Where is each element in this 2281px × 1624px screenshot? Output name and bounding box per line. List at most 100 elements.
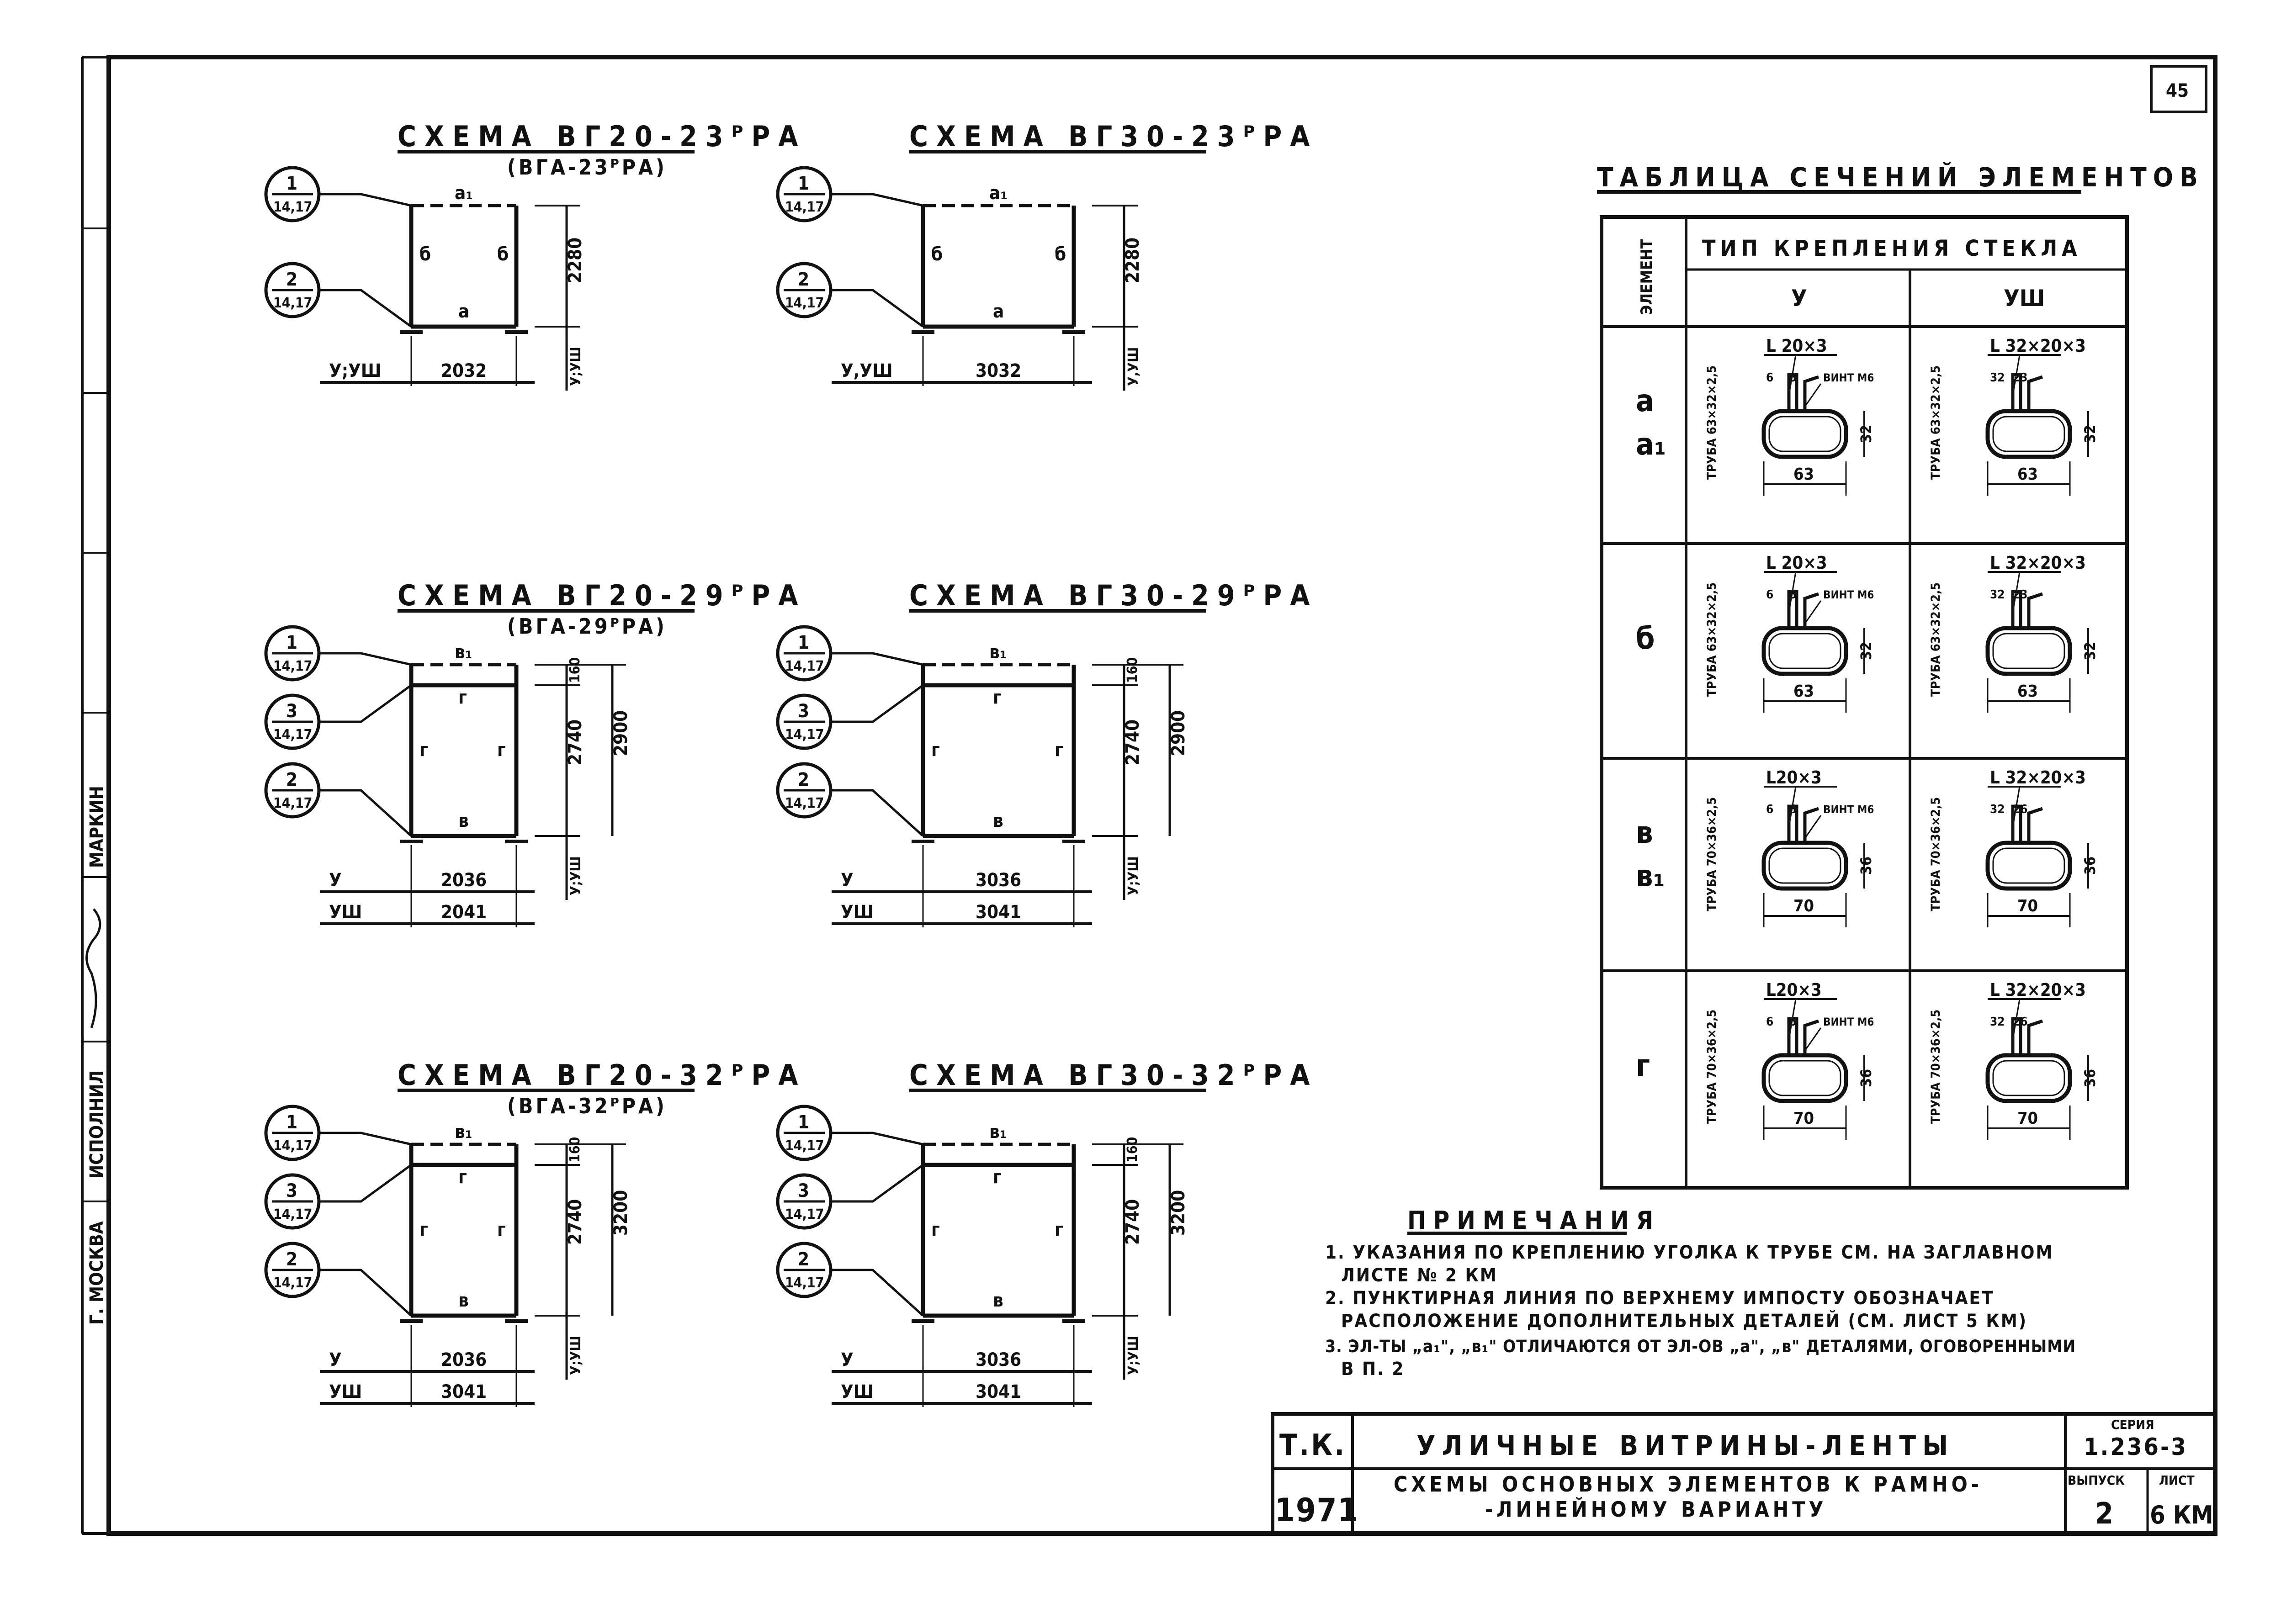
scheme-row-label: УШ (841, 1381, 874, 1402)
section-d1: 6 (1766, 588, 1773, 602)
section-height: 32 (2081, 642, 2099, 660)
scheme-post-label-right: б (497, 244, 509, 265)
scheme-dim-inner: 2740 (565, 1199, 586, 1245)
scheme-marker-leader (831, 289, 924, 328)
scheme-marker-leader (319, 789, 412, 837)
scheme-marker-num: 3 (798, 701, 809, 722)
scheme-top-label: а₁ (989, 183, 1008, 204)
section-d1: 6 (1766, 1015, 1773, 1029)
scheme-marker-leader (319, 1164, 412, 1203)
title-block: Т.К. 1971 УЛИЧНЫЕ ВИТРИНЫ-ЛЕНТЫ СХЕМЫ ОС… (1271, 1412, 2217, 1535)
section-pipe-inner (1768, 416, 1841, 452)
strip-label-markin: МАРКИН (86, 786, 107, 868)
scheme-dim-top: 160 (567, 1137, 583, 1163)
scheme-dim-top: 160 (567, 657, 583, 683)
scheme-title: СХЕМА ВГ20-32ᴾРА (398, 1058, 806, 1092)
section-angle-label: L20×3 (1766, 767, 1822, 788)
section-angle-label: L 32×20×3 (1990, 767, 2086, 788)
section-width: 70 (1793, 897, 1814, 915)
scheme-top-label: в₁ (989, 1121, 1007, 1143)
scheme-dim-top: 160 (1125, 1137, 1140, 1163)
scheme-marker-num: 2 (286, 769, 297, 790)
scheme-marker-leader (319, 193, 412, 207)
note-line-4: РАСПОЛОЖЕНИЕ ДОПОЛНИТЕЛЬНЫХ ДЕТАЛЕЙ (СМ.… (1341, 1310, 2027, 1332)
scheme-transom-label: г (458, 1167, 467, 1188)
scheme-row-value: 3032 (976, 360, 1021, 381)
section-angle-label: L 32×20×3 (1990, 336, 2086, 356)
scheme-transom-label: г (993, 1167, 1002, 1188)
section-height: 36 (2081, 857, 2099, 875)
scheme-dim-outer: 3200 (610, 1190, 631, 1236)
scheme-post-label-right: г (1055, 1219, 1063, 1240)
scheme-marker-num: 2 (798, 1249, 809, 1270)
scheme-dim-outer: 2900 (610, 710, 631, 756)
section-angle-leader (1788, 786, 1797, 827)
section-width: 70 (2017, 897, 2038, 915)
scheme-marker-num: 1 (798, 1112, 809, 1133)
scheme-marker-num: 3 (286, 701, 297, 722)
section-d1: 32 (1990, 588, 2005, 602)
stamp-issue: 2 (2095, 1497, 2113, 1531)
scheme-title: СХЕМА ВГ30-29ᴾРА (909, 579, 1318, 612)
scheme-subtitle: (ВГА-29ᴾРА) (507, 614, 667, 639)
stamp-sheet: 6 КМ (2150, 1501, 2213, 1529)
scheme-bottom-label: в (993, 1290, 1003, 1311)
section-angle-leg (1803, 375, 1819, 411)
sheet-number: 45 (2166, 80, 2189, 101)
scheme-marker-num: 1 (286, 173, 297, 194)
section-height: 36 (1857, 857, 1875, 875)
sheet-number-box: 45 (2150, 65, 2207, 113)
scheme-bottom-label: в (458, 810, 469, 831)
scheme-row-label: УШ (329, 1381, 362, 1402)
scheme-row-value: 2041 (441, 902, 487, 923)
section-d2: 23 (2013, 588, 2028, 602)
scheme-bottom-label: в (993, 810, 1003, 831)
section-screw-label: ВИНТ М6 (1823, 371, 1874, 384)
scheme-marker-ref: 14,17 (785, 1206, 824, 1222)
stamp-tk: Т.К. (1279, 1428, 1346, 1462)
scheme-row-label: УШ (329, 902, 362, 923)
section-angle-leg (1803, 1019, 1819, 1055)
scheme-marker-ref: 14,17 (785, 1138, 824, 1154)
scheme-row-value: 3041 (976, 902, 1021, 923)
scheme-row-label: У (329, 870, 342, 891)
table-element-label: а (1636, 383, 1654, 418)
sections-table: ТАБЛИЦА СЕЧЕНИЙ ЭЛЕМЕНТОВ ЭЛЕМЕНТ ТИП КР… (1597, 161, 2198, 1190)
scheme-side-label: У;УШ (1125, 856, 1141, 895)
scheme-side-label: У;УШ (1125, 1336, 1141, 1375)
stamp-issue-label: ВЫПУСК (2068, 1473, 2125, 1488)
section-angle-label: L 20×3 (1766, 336, 1827, 356)
scheme-marker-leader (319, 1269, 412, 1317)
section-width: 63 (2017, 465, 2038, 484)
section-angle-leg (2027, 1019, 2043, 1055)
section-pipe-inner (1768, 1060, 1841, 1096)
table-element-label: б (1636, 621, 1655, 656)
section-d1: 32 (1990, 803, 2005, 816)
section-d2: 23 (2013, 371, 2028, 385)
scheme-marker-leader (319, 652, 412, 666)
sheet-frame (81, 55, 2217, 1536)
section-d1: 32 (1990, 1015, 2005, 1029)
section-width: 63 (2017, 682, 2038, 701)
section-angle-leg (2027, 592, 2043, 628)
scheme-dim-inner: 2740 (1122, 719, 1143, 765)
scheme-title: СХЕМА ВГ20-29ᴾРА (398, 579, 806, 612)
scheme-dim-height: 2280 (1122, 238, 1143, 283)
scheme-dim-outer: 3200 (1168, 1190, 1189, 1236)
scheme-title: СХЕМА ВГ20-23ᴾРА (398, 120, 806, 153)
section-width: 63 (1793, 465, 1814, 484)
scheme-marker-num: 2 (798, 269, 809, 290)
section-screw-label: ВИНТ М6 (1823, 588, 1874, 601)
scheme-bottom-label: а (458, 301, 469, 322)
scheme-marker-leader (831, 789, 924, 837)
scheme-marker-leader (831, 684, 924, 723)
table-element-label: г (1636, 1048, 1650, 1083)
stamp-year: 1971 (1275, 1492, 1358, 1529)
section-angle-leg (2027, 807, 2043, 843)
table-col-u: У (1791, 285, 1807, 312)
section-d1: 6 (1766, 371, 1773, 385)
scheme-marker-ref: 14,17 (273, 199, 312, 215)
scheme-post-label-right: г (497, 740, 506, 761)
